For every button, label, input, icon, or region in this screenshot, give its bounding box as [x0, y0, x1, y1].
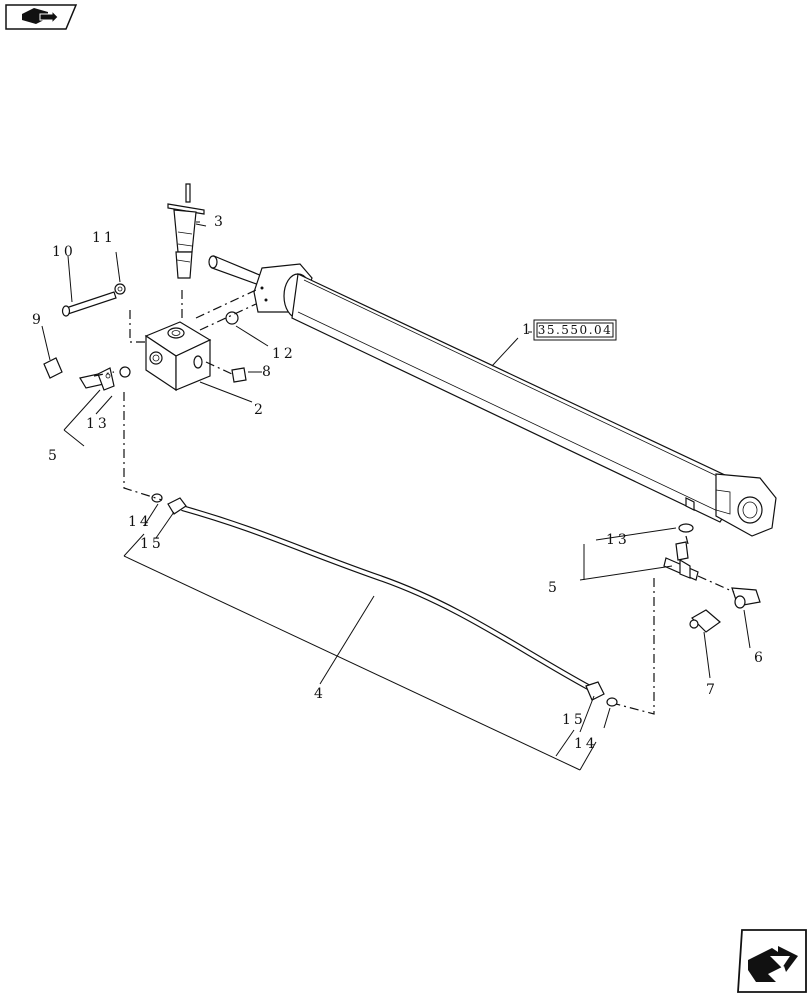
- callout-5-right: 5: [548, 580, 560, 596]
- back-nav-button[interactable]: [5, 4, 78, 30]
- page-next-arrow-icon: [748, 946, 798, 982]
- callout-2: 2: [254, 402, 266, 418]
- hydraulic-cylinder: [208, 255, 777, 537]
- callout-3: 3: [214, 214, 226, 230]
- callout-14-left: 14: [128, 514, 152, 530]
- assembly-lines: [93, 289, 735, 715]
- callout-15-left: 15: [140, 536, 164, 552]
- o-ring-13-left: [119, 366, 131, 378]
- adapter-fitting: [731, 587, 761, 609]
- callout-12: 12: [272, 346, 296, 362]
- tube-nut-right: [585, 681, 605, 701]
- o-ring-12: [225, 311, 239, 325]
- valve-block: [144, 321, 212, 392]
- elbow-fitting-left: [79, 367, 115, 391]
- callout-15-right: 15: [562, 712, 586, 728]
- tube-sleeve-left: [151, 493, 163, 503]
- plug: [231, 367, 247, 383]
- callout-13-right: 13: [606, 532, 630, 548]
- leader-lines: [41, 221, 751, 771]
- callout-9: 9: [32, 312, 44, 328]
- valve-cartridge: [167, 183, 205, 279]
- reference-box[interactable]: 35.550.04: [533, 319, 617, 341]
- test-coupler: [689, 609, 721, 633]
- tee-fitting-right: [663, 541, 699, 581]
- callout-5-left: 5: [48, 448, 60, 464]
- bolt: [61, 291, 117, 317]
- callout-7: 7: [706, 682, 718, 698]
- hydraulic-tube: [181, 505, 592, 691]
- reference-code: 35.550.04: [538, 323, 613, 337]
- callout-11: 11: [92, 230, 116, 246]
- callout-6: 6: [754, 650, 766, 666]
- callout-8: 8: [262, 364, 274, 380]
- tube-sleeve-right: [606, 697, 618, 707]
- tube-nut-left: [167, 497, 187, 515]
- o-ring-13-right: [678, 523, 694, 533]
- callout-1: 1: [522, 322, 534, 338]
- cap: [43, 357, 63, 379]
- callout-13-left: 13: [86, 416, 110, 432]
- callout-10: 10: [52, 244, 76, 260]
- book-back-arrow-icon: [22, 8, 59, 25]
- callout-14-right: 14: [574, 736, 598, 752]
- callout-4: 4: [314, 686, 326, 702]
- next-page-button[interactable]: [737, 929, 807, 993]
- washer: [114, 283, 126, 295]
